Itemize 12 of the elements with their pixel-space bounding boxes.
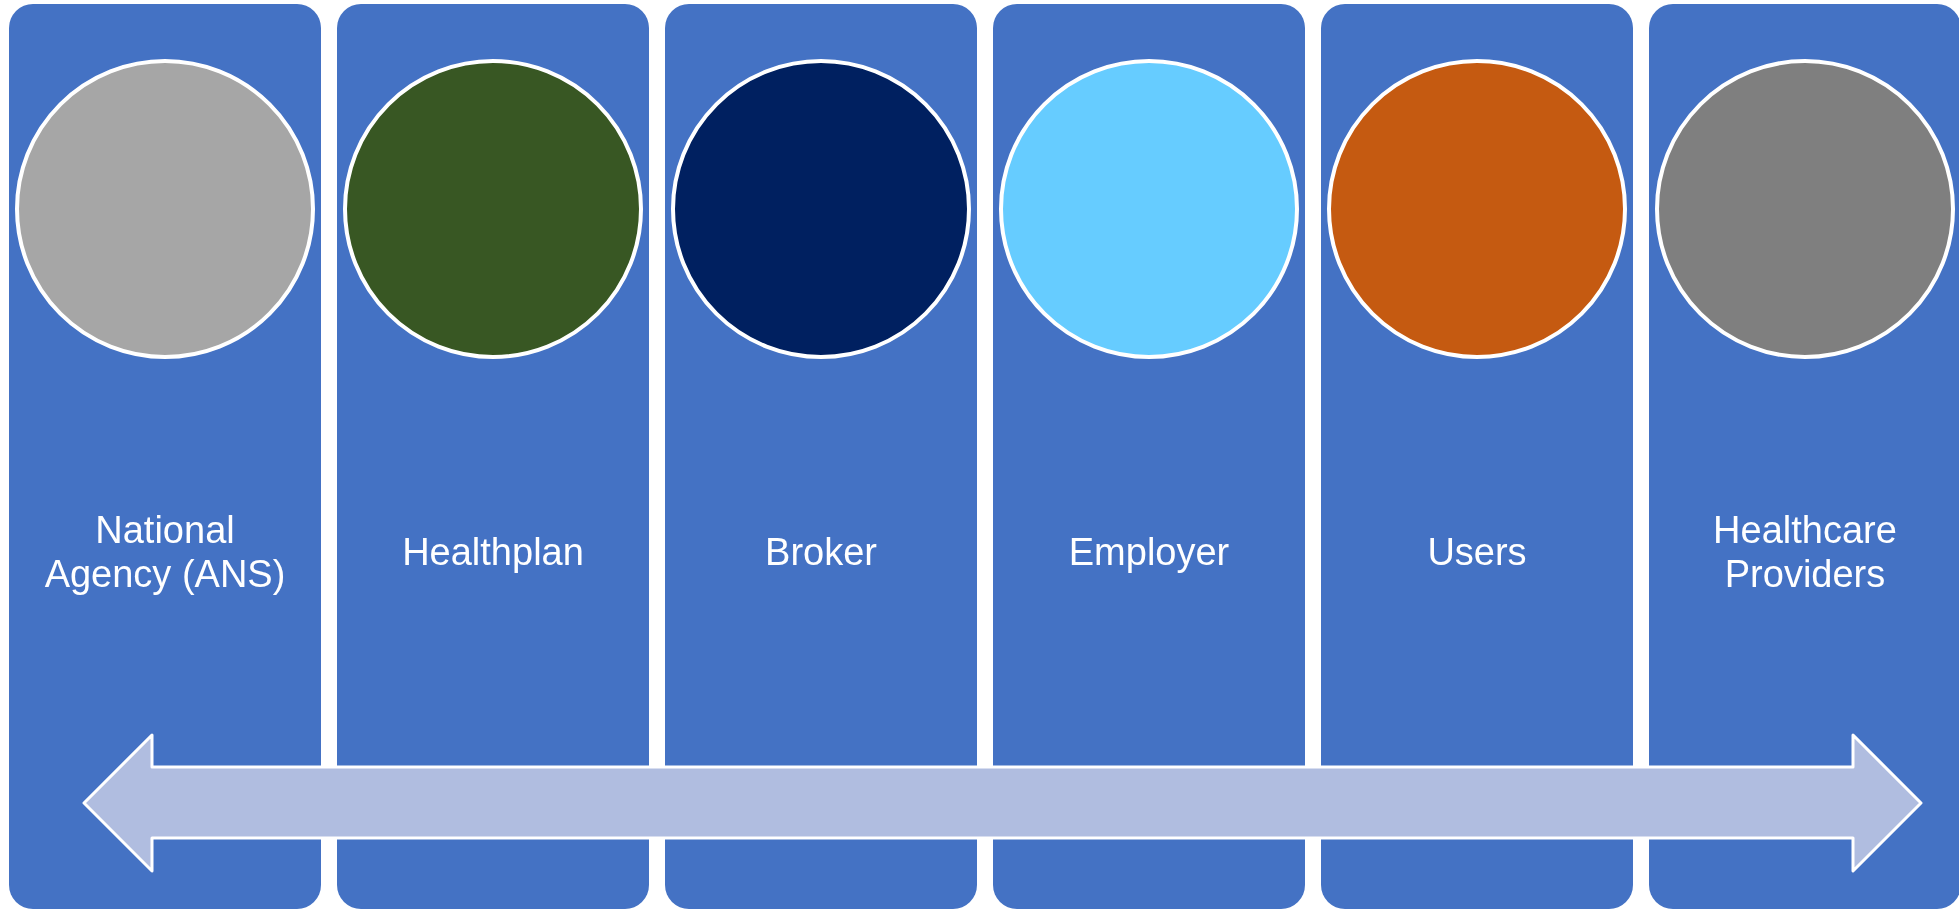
column-panel xyxy=(993,4,1305,909)
column-label: Employer xyxy=(1067,530,1231,574)
column-panel xyxy=(9,4,321,909)
column-label: Healthplan xyxy=(401,530,585,574)
column-label: Healthcare Providers xyxy=(1712,508,1898,596)
column-panel xyxy=(1321,4,1633,909)
column-label: Broker xyxy=(764,530,878,574)
column-panel xyxy=(665,4,977,909)
column-panel xyxy=(1649,4,1959,909)
column-label: National Agency (ANS) xyxy=(43,508,287,596)
column-panel xyxy=(337,4,649,909)
column-label: Users xyxy=(1426,530,1528,574)
